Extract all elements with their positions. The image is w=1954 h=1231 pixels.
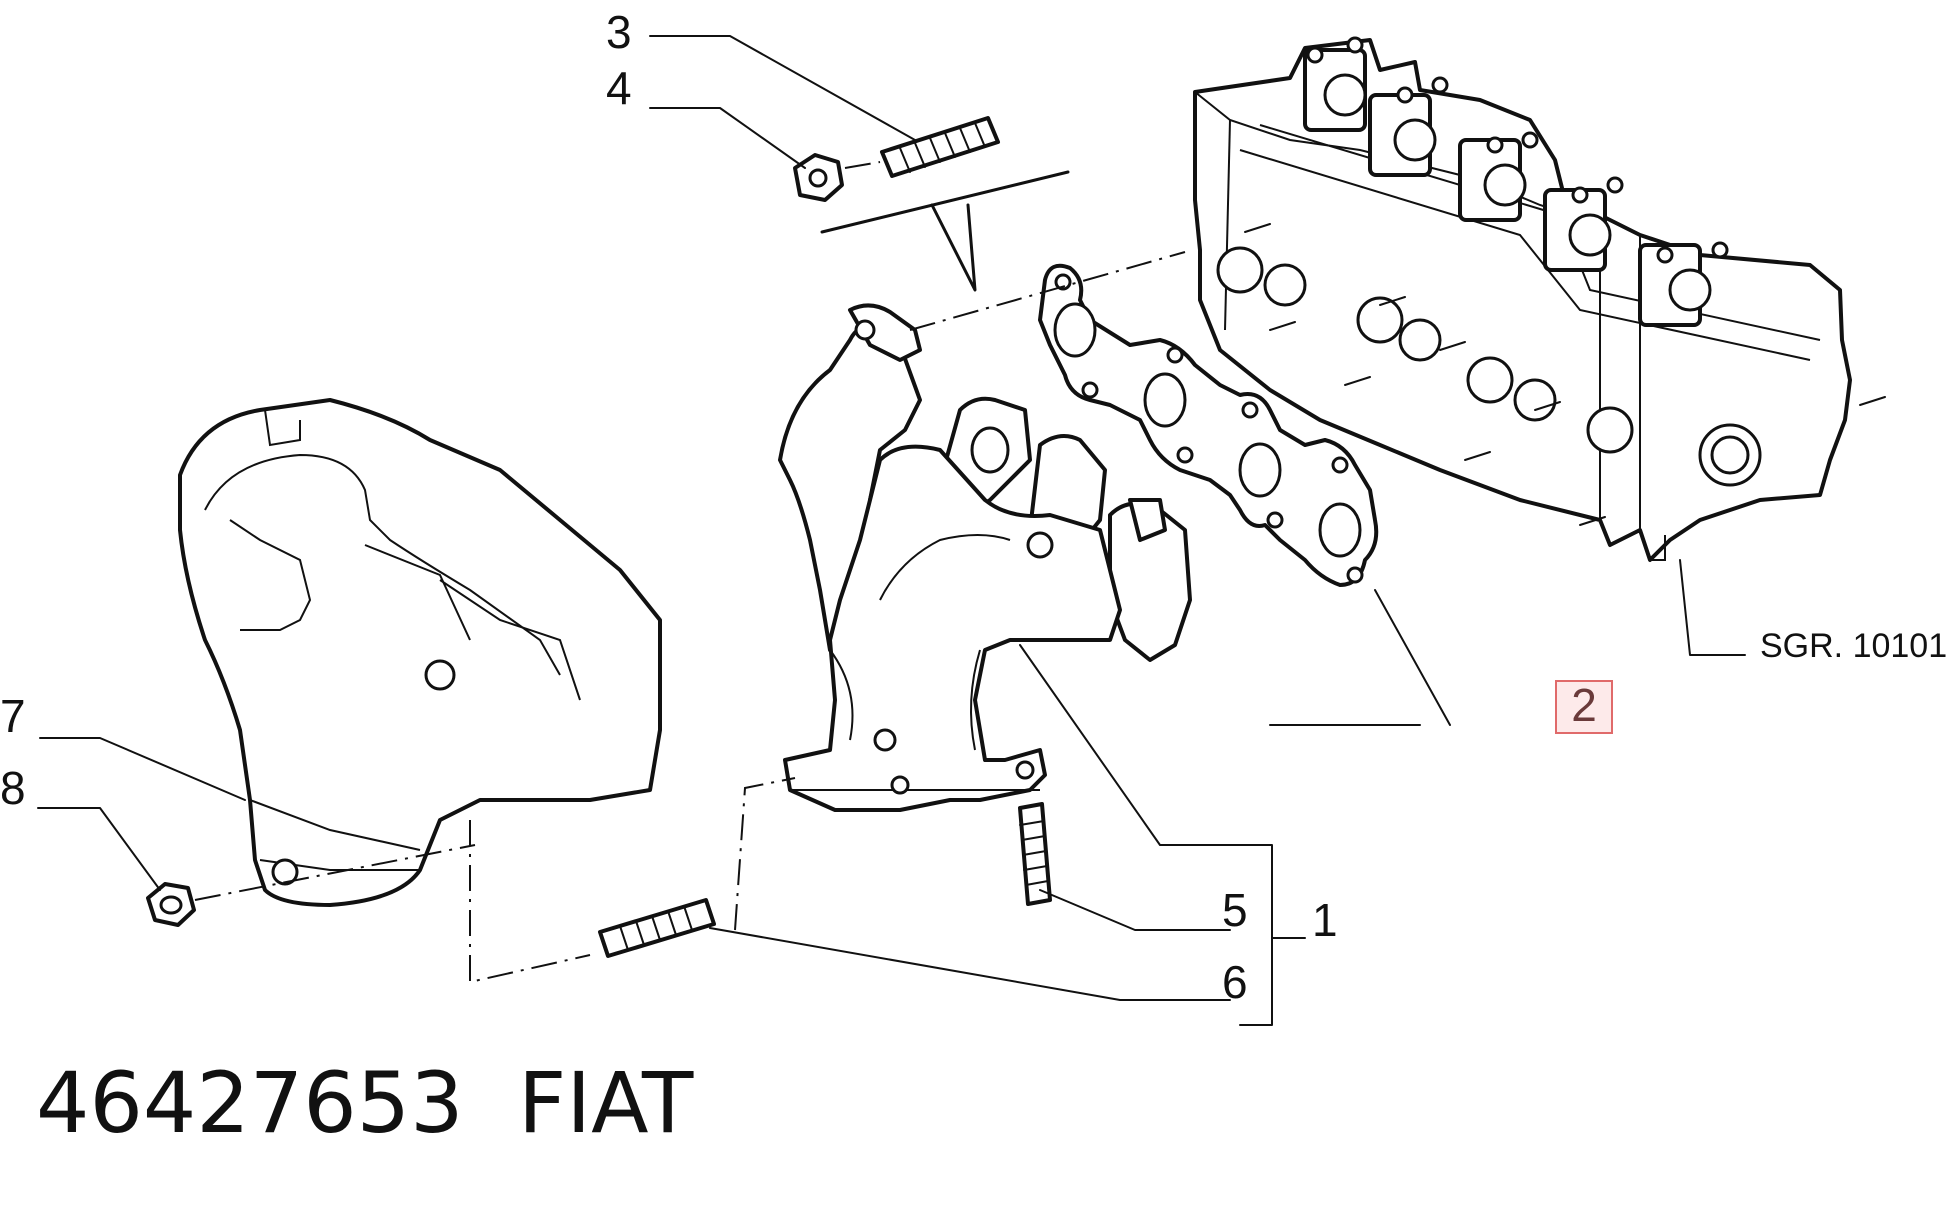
callout-1: 1	[1312, 894, 1338, 946]
leader-lines	[37, 35, 1746, 1026]
callout-8: 8	[0, 762, 26, 814]
leader-4	[649, 107, 806, 169]
highlight-box	[1555, 680, 1613, 734]
exhaust-manifold	[778, 303, 1192, 812]
callout-4: 4	[606, 62, 632, 114]
nut-4	[793, 153, 844, 202]
heat-shield	[178, 398, 662, 907]
stud-3	[880, 116, 1000, 178]
part-number: 46427653	[36, 1054, 464, 1152]
leader-5	[1039, 889, 1231, 931]
callout-2: 2	[1571, 679, 1597, 731]
leader-6	[709, 927, 1231, 1001]
callout-2-highlight[interactable]: 2	[1555, 679, 1613, 734]
callout-6: 6	[1222, 956, 1248, 1008]
callout-3: 3	[606, 6, 632, 58]
leader-8	[37, 807, 161, 891]
leader-7	[39, 737, 246, 801]
leader-2	[1374, 589, 1451, 726]
stud-6	[598, 898, 716, 958]
cylinder-head	[1193, 36, 1886, 562]
callout-7: 7	[0, 690, 26, 742]
leader-sgr	[1679, 559, 1746, 656]
brand-name: FIAT	[518, 1054, 694, 1152]
leader-3	[649, 35, 916, 141]
leader-1-bracket	[1019, 644, 1273, 1026]
nut-8	[146, 882, 196, 927]
alignment-lines	[194, 161, 1186, 984]
reference-label: SGR. 10101	[1760, 627, 1947, 665]
exhaust-gasket	[1038, 263, 1379, 587]
stud-5	[1018, 802, 1052, 906]
assembly-indicator	[820, 170, 1070, 292]
callout-5: 5	[1222, 884, 1248, 936]
